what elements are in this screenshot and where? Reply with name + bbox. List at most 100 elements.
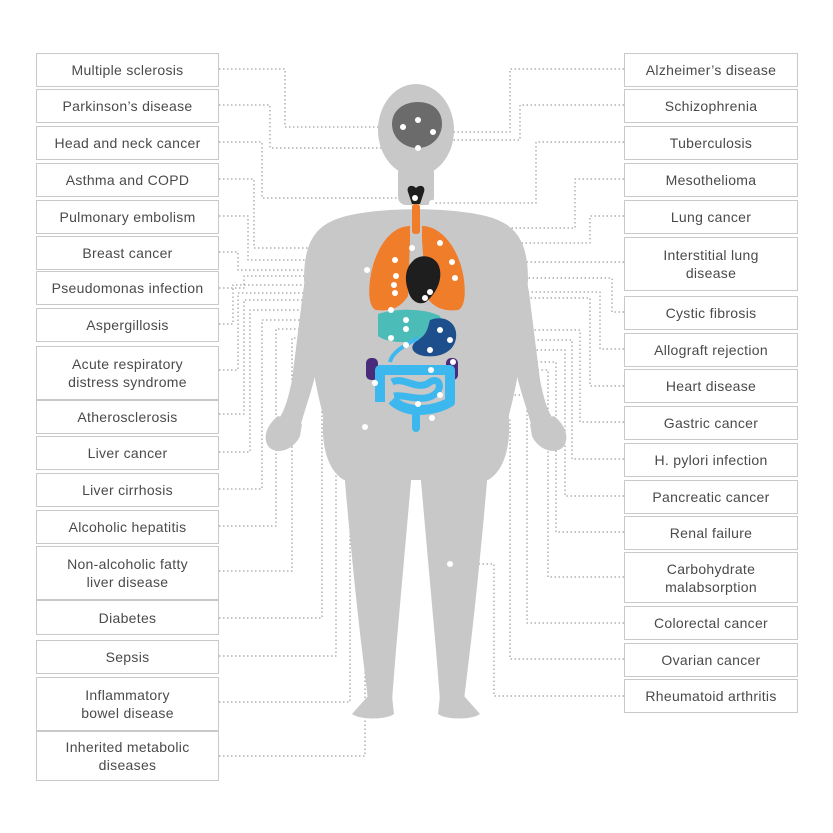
connector-ovarian <box>432 417 624 660</box>
right-disease-label-box: Heart disease <box>624 369 798 403</box>
connector-cystic-fibrosis <box>455 277 624 313</box>
left-leg <box>344 470 412 700</box>
marker-dot <box>427 347 433 353</box>
left-disease-label-text: Multiple sclerosis <box>71 62 184 78</box>
connector-alcoholic-hepatitis <box>219 328 406 527</box>
left-disease-label-box: Pseudomonas infection <box>36 271 219 305</box>
marker-dot <box>437 240 443 246</box>
right-disease-label-box: H. pylori infection <box>624 443 798 477</box>
left-disease-label-text: Acute respiratory distress syndrome <box>68 356 187 390</box>
connector-tuberculosis <box>432 141 624 204</box>
connector-head-neck-cancer <box>219 141 415 199</box>
marker-dot <box>403 326 409 332</box>
disease-markers <box>362 117 458 567</box>
marker-dot <box>392 257 398 263</box>
small-intestine <box>390 377 443 402</box>
left-disease-label-text: Liver cirrhosis <box>82 482 173 498</box>
esophagus-duct <box>388 336 419 363</box>
marker-dot <box>372 380 378 386</box>
connector-multiple-sclerosis <box>219 68 403 128</box>
left-disease-label-text: Inflammatory bowel disease <box>81 687 174 721</box>
left-disease-label-box: Non-alcoholic fatty liver disease <box>36 546 219 600</box>
left-disease-label-text: Breast cancer <box>82 245 173 261</box>
right-disease-label-text: Tuberculosis <box>669 135 753 151</box>
marker-dot <box>412 195 418 201</box>
connector-ards <box>219 292 395 371</box>
left-disease-label-text: Alcoholic hepatitis <box>68 519 187 535</box>
right-leg <box>420 470 488 700</box>
right-disease-label-box: Mesothelioma <box>624 163 798 197</box>
left-disease-label-box: Acute respiratory distress syndrome <box>36 346 219 400</box>
right-disease-label-box: Lung cancer <box>624 200 798 234</box>
right-disease-label-box: Ovarian cancer <box>624 643 798 677</box>
marker-dot <box>437 327 443 333</box>
marker-dot <box>409 245 415 251</box>
left-disease-label-text: Sepsis <box>105 649 150 665</box>
marker-dot <box>447 337 453 343</box>
marker-dot <box>415 401 421 407</box>
connector-allograft <box>430 291 624 350</box>
right-disease-label-text: Heart disease <box>665 378 757 394</box>
left-foot <box>352 696 394 719</box>
marker-dot <box>403 342 409 348</box>
right-disease-label-text: Schizophrenia <box>664 98 758 114</box>
marker-dot <box>388 307 394 313</box>
left-hand <box>265 416 302 451</box>
connector-schizophrenia <box>433 104 624 141</box>
marker-dot <box>429 415 435 421</box>
left-disease-label-box: Atherosclerosis <box>36 400 219 434</box>
right-disease-label-box: Allograft rejection <box>624 333 798 367</box>
left-disease-label-box: Liver cirrhosis <box>36 473 219 507</box>
left-disease-label-box: Inherited metabolic diseases <box>36 731 219 781</box>
marker-dot <box>450 359 456 365</box>
right-disease-label-text: H. pylori infection <box>654 452 768 468</box>
left-disease-label-text: Head and neck cancer <box>54 135 201 151</box>
right-hand <box>530 416 567 451</box>
left-disease-label-text: Asthma and COPD <box>65 172 190 188</box>
trachea <box>412 204 420 234</box>
right-disease-label-box: Renal failure <box>624 516 798 550</box>
right-disease-label-box: Pancreatic cancer <box>624 480 798 514</box>
right-disease-label-box: Colorectal cancer <box>624 606 798 640</box>
pelvis <box>322 410 510 480</box>
right-disease-label-box: Gastric cancer <box>624 406 798 440</box>
right-disease-label-text: Mesothelioma <box>665 172 757 188</box>
right-disease-label-box: Cystic fibrosis <box>624 296 798 330</box>
marker-dot <box>392 290 398 296</box>
right-foot <box>438 696 480 719</box>
marker-dot <box>452 275 458 281</box>
right-disease-label-box: Rheumatoid arthritis <box>624 679 798 713</box>
left-disease-label-box: Parkinson’s disease <box>36 89 219 123</box>
connector-asthma-copd <box>219 178 412 249</box>
marker-dot <box>427 289 433 295</box>
right-disease-label-box: Interstitial lung disease <box>624 237 798 291</box>
organs <box>366 102 465 432</box>
marker-dot <box>400 124 406 130</box>
marker-dot <box>428 367 434 373</box>
marker-dot <box>447 561 453 567</box>
marker-dot <box>393 273 399 279</box>
left-disease-label-box: Asthma and COPD <box>36 163 219 197</box>
marker-dot <box>415 117 421 123</box>
marker-dot <box>415 145 421 151</box>
marker-dot <box>388 335 394 341</box>
brain <box>392 102 442 148</box>
left-disease-label-box: Liver cancer <box>36 436 219 470</box>
connector-alzheimers <box>440 68 624 133</box>
marker-dot <box>422 295 428 301</box>
left-disease-label-text: Diabetes <box>98 609 157 626</box>
right-disease-label-text: Carbohydrate malabsorption <box>665 560 757 595</box>
left-disease-label-text: Pulmonary embolism <box>59 209 196 225</box>
left-disease-label-text: Inherited metabolic diseases <box>65 739 190 773</box>
right-disease-label-text: Colorectal cancer <box>653 615 769 631</box>
marker-dot <box>449 259 455 265</box>
connector-breast-cancer <box>219 251 367 271</box>
left-disease-label-box: Diabetes <box>36 600 219 635</box>
left-disease-label-text: Non-alcoholic fatty liver disease <box>67 556 188 590</box>
right-disease-label-text: Lung cancer <box>670 209 752 225</box>
marker-dot <box>403 317 409 323</box>
connector-parkinsons <box>219 104 418 149</box>
stomach <box>412 318 457 357</box>
connector-nafld <box>219 337 391 572</box>
